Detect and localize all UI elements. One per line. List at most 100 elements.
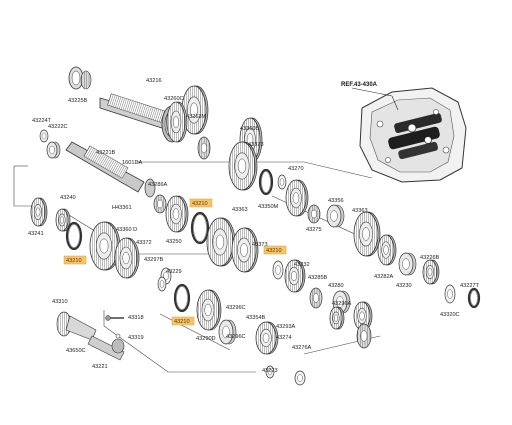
part-shape-g [353, 211, 381, 257]
part-shape-g [255, 321, 279, 355]
part-number-label: 43320C [440, 312, 460, 318]
part-number-label: 43224T [32, 118, 52, 124]
part-number-label: 43350M [258, 204, 279, 210]
parts-layer [30, 85, 481, 386]
part-shape-g [422, 259, 440, 285]
part-shape-c [326, 204, 345, 228]
part-shape-w [294, 370, 306, 386]
highlighted-part-number: 43210 [174, 319, 190, 325]
part-shape-b [356, 323, 372, 349]
part-shape-g [284, 259, 306, 293]
part-shape-w [157, 276, 167, 292]
transmission-case-illustration: REF.43-430A [341, 82, 467, 183]
part-number-label: 43373 [248, 142, 264, 148]
part-shape-r [65, 221, 83, 251]
part-shape-g [181, 85, 209, 135]
part-shape-g [377, 234, 397, 266]
part-shape-g [329, 306, 345, 330]
part-number-label: 43296C [226, 305, 246, 311]
part-number-label: 43230 [396, 283, 412, 289]
highlighted-part-callout[interactable]: 43210 [263, 245, 287, 255]
input-shaft [68, 66, 183, 143]
highlighted-part-callout[interactable]: 43210 [63, 255, 87, 265]
part-shape-b [309, 287, 323, 309]
highlighted-part-number: 43210 [266, 248, 282, 254]
output-shaft [65, 141, 156, 198]
part-shape-w [272, 260, 284, 280]
part-number-label: 43221 [92, 364, 108, 370]
part-number-label: 43360B [240, 126, 260, 132]
part-shape-c [218, 319, 237, 345]
reverse-idler-shaft [56, 311, 125, 361]
part-number-label: 43240 [60, 195, 76, 201]
part-number-label: 43229 [166, 269, 182, 275]
part-number-label: 43280 [328, 283, 344, 289]
part-number-label: 43260C [164, 96, 184, 102]
highlighted-part-callout[interactable]: 43210 [171, 316, 195, 326]
part-number-label: 43221B [96, 150, 116, 156]
part-shape-b [153, 194, 167, 214]
highlight-layer: 43210 43210 43210 43210 [63, 198, 287, 326]
part-number-label: 43274 [276, 335, 292, 341]
part-number-label: 43270 [288, 166, 304, 172]
part-number-label: 43241 [28, 231, 44, 237]
part-shape-w [265, 365, 275, 379]
part-shape-g [165, 195, 189, 233]
part-number-label: 43372 [136, 240, 152, 246]
part-number-label: 43227T [460, 283, 480, 289]
part-shape-r [173, 283, 191, 313]
part-number-label: 43285B [308, 275, 328, 281]
part-number-label: 43650C [66, 348, 86, 354]
part-number-label: 43363 [352, 208, 368, 214]
reference-label: REF.43-430A [341, 82, 378, 88]
part-number-label: 43319 [128, 335, 144, 341]
part-number-label: 43216 [146, 78, 162, 84]
part-number-label: 43310 [52, 299, 68, 305]
part-shape-g [55, 208, 71, 232]
part-number-label: 43360 D [116, 227, 137, 233]
part-shape-r [467, 287, 481, 309]
part-number-label: 43226B [420, 255, 440, 261]
part-number-label: 43225B [68, 98, 88, 104]
part-number-label: 43354B [246, 315, 266, 321]
highlighted-part-callout[interactable]: 43210 [189, 198, 213, 208]
part-shape-g [30, 197, 48, 227]
part-shape-g [206, 217, 236, 267]
part-shape-w [444, 284, 456, 304]
labels-layer: 43225B4321643224T43222C43260C43263M43221… [28, 78, 480, 374]
part-shape-r [258, 168, 274, 196]
part-shape-g [166, 101, 188, 143]
part-number-label: 43276A [292, 345, 312, 351]
part-number-label: 43223 [262, 368, 278, 374]
part-shape-b [307, 204, 321, 224]
part-number-label: 43296A [332, 301, 352, 307]
part-number-label: 43296C [226, 334, 246, 340]
part-shape-c [332, 290, 351, 314]
part-number-label: 43286A [148, 182, 168, 188]
part-shape-w [39, 129, 49, 143]
part-shape-c [46, 141, 61, 159]
part-shape-b [197, 136, 211, 160]
part-shape-c [398, 252, 417, 276]
part-number-label: 43250 [166, 239, 182, 245]
part-number-label: H43361 [112, 205, 132, 211]
part-number-label: 1601DA [122, 160, 142, 166]
highlighted-part-number: 43210 [66, 258, 82, 264]
part-number-label: 43318 [128, 315, 144, 321]
part-shape-g [231, 227, 259, 273]
part-number-label: 43363 [232, 207, 248, 213]
highlighted-part-number: 43210 [192, 201, 208, 207]
part-number-label: 43373 [252, 242, 268, 248]
part-shape-g [114, 237, 140, 279]
part-number-label: 43290D [196, 336, 216, 342]
part-number-label: 43232 [294, 262, 310, 268]
part-number-label: 43356 [328, 198, 344, 204]
part-number-label: 43282A [374, 274, 394, 280]
part-number-label: 43293A [276, 324, 296, 330]
part-shape-g [285, 179, 309, 217]
part-shape-g [89, 221, 121, 271]
part-number-label: 43263M [186, 114, 207, 120]
part-shape-g [196, 289, 222, 331]
part-number-label: 43297B [144, 257, 164, 263]
